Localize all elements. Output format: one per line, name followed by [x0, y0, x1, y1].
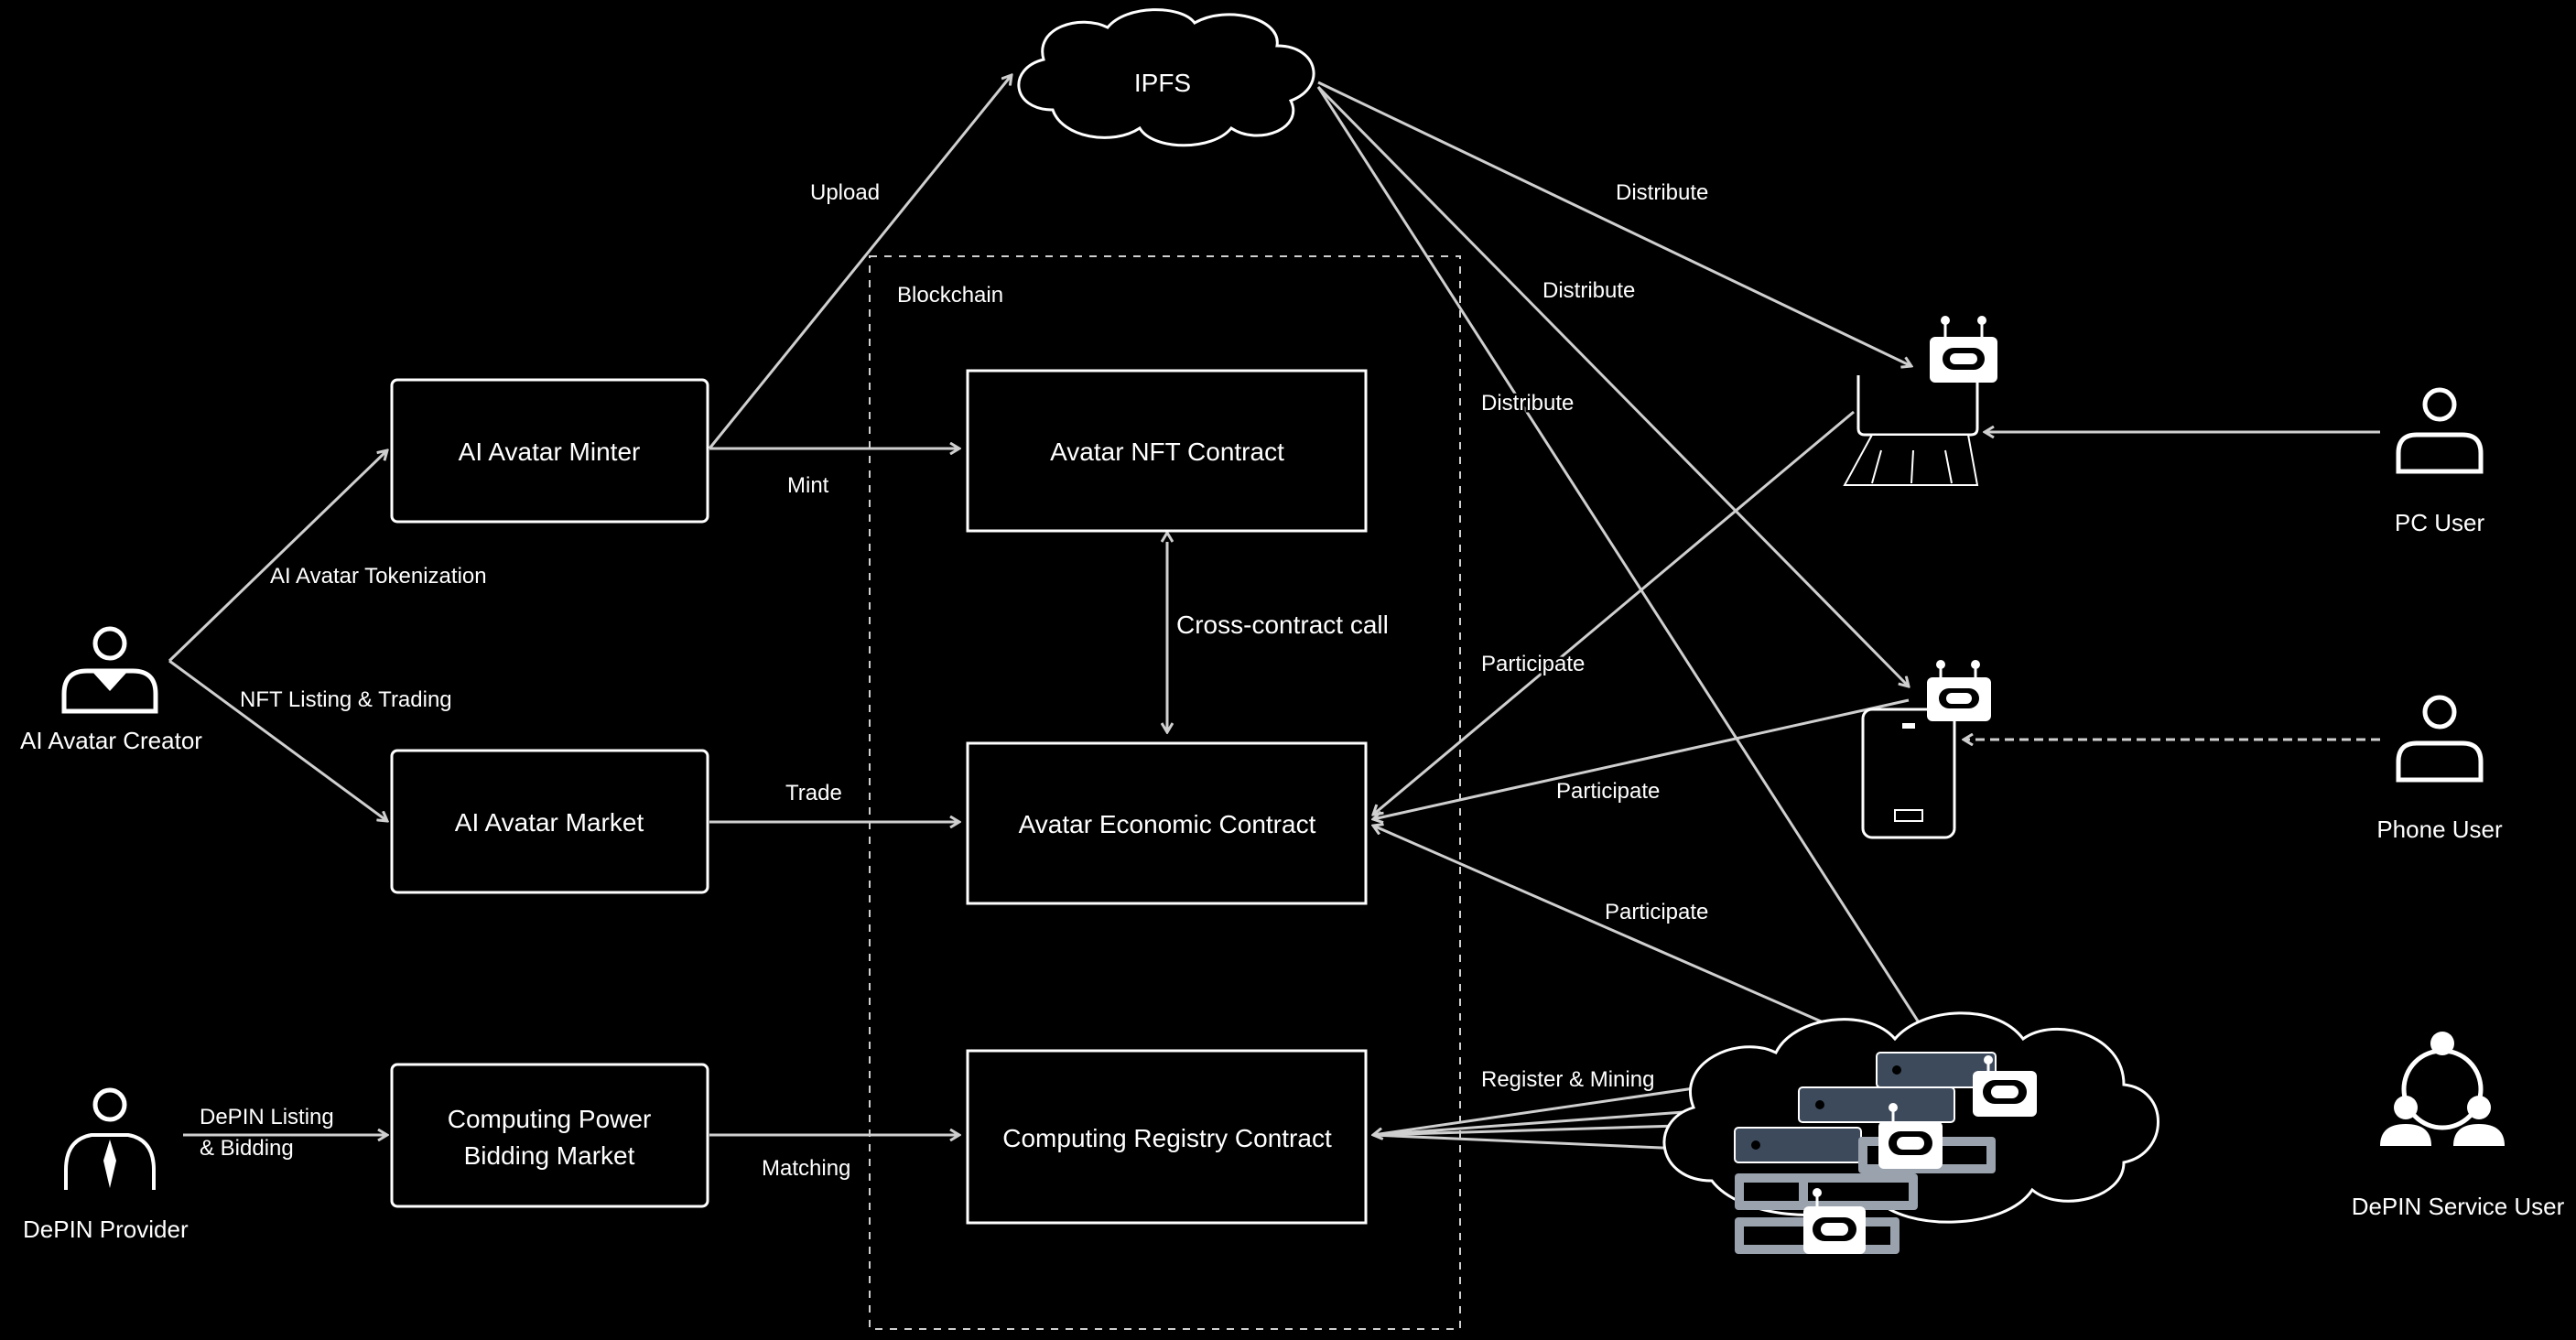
label-tokenization: AI Avatar Tokenization: [270, 564, 487, 589]
label-upload: Upload: [810, 180, 880, 205]
label-cross-contract: Cross-contract call: [1176, 611, 1389, 639]
economic-contract-label: Avatar Economic Contract: [1019, 810, 1316, 838]
box-bidding-market[interactable]: Computing Power Bidding Market: [390, 1063, 709, 1208]
edge-participate-phone: [1373, 698, 1910, 819]
person-icon-pc-user: [2396, 387, 2484, 474]
box-minter[interactable]: AI Avatar Minter: [390, 378, 709, 524]
bidding-label-1: Computing Power: [448, 1105, 652, 1133]
label-depin-listing-1: DePIN Listing: [200, 1105, 334, 1129]
edge-distribute-pc: [1317, 81, 1911, 366]
phone-icon: [1861, 708, 1956, 839]
label-distribute-2: Distribute: [1542, 278, 1635, 303]
pc-user-label: PC User: [2395, 509, 2485, 536]
label-depin-listing-2: & Bidding: [200, 1136, 294, 1161]
ipfs-cloud: IPFS: [1017, 8, 1315, 147]
blockchain-label: Blockchain: [897, 283, 1003, 308]
blockchain-group: [869, 255, 1461, 1330]
person-icon-depin-provider: [64, 1087, 156, 1190]
robot-icon-phone: [1927, 660, 1991, 721]
label-distribute-3: Distribute: [1481, 391, 1574, 416]
label-participate-3: Participate: [1605, 900, 1708, 924]
phone-user-label: Phone User: [2376, 816, 2503, 843]
pc-monitor-icon: [1843, 375, 1979, 486]
depin-service-user-label: DePIN Service User: [2352, 1193, 2565, 1220]
label-register-mining: Register & Mining: [1481, 1067, 1654, 1092]
robot-icon-pc: [1930, 316, 1997, 383]
label-mint: Mint: [787, 473, 829, 498]
person-icon-creator: [61, 626, 158, 714]
robot-icon-depin-2: [1878, 1103, 1943, 1169]
ipfs-label: IPFS: [1134, 69, 1191, 97]
box-market[interactable]: AI Avatar Market: [390, 749, 709, 894]
box-registry-contract[interactable]: Computing Registry Contract: [966, 1049, 1368, 1225]
label-trade: Trade: [785, 781, 842, 805]
box-nft-contract[interactable]: Avatar NFT Contract: [966, 369, 1368, 533]
creator-label: AI Avatar Creator: [20, 727, 202, 754]
registry-contract-label: Computing Registry Contract: [1002, 1124, 1332, 1152]
edge-listing-trading: [168, 659, 387, 821]
edge-tokenization: [168, 450, 387, 663]
edge-distribute-phone: [1316, 85, 1909, 686]
edge-distribute-depin: [1316, 86, 1950, 1071]
edge-participate-pc: [1373, 410, 1855, 815]
label-matching: Matching: [762, 1156, 850, 1181]
label-distribute-1: Distribute: [1616, 180, 1708, 205]
label-participate-2: Participate: [1556, 779, 1660, 804]
nft-contract-label: Avatar NFT Contract: [1050, 438, 1284, 466]
edge-upload: [708, 75, 1012, 449]
box-economic-contract[interactable]: Avatar Economic Contract: [966, 741, 1368, 905]
person-icon-phone-user: [2396, 695, 2484, 783]
robot-icon-depin-1: [1973, 1055, 2037, 1117]
robot-icon-depin-3: [1803, 1188, 1866, 1254]
bidding-label-2: Bidding Market: [464, 1141, 635, 1170]
minter-label: AI Avatar Minter: [459, 438, 641, 466]
label-listing-trading: NFT Listing & Trading: [240, 687, 452, 712]
market-label: AI Avatar Market: [455, 808, 644, 837]
label-participate-1: Participate: [1481, 652, 1585, 676]
depin-provider-label: DePIN Provider: [23, 1216, 189, 1243]
group-icon-depin-service-user: [2380, 1032, 2505, 1146]
